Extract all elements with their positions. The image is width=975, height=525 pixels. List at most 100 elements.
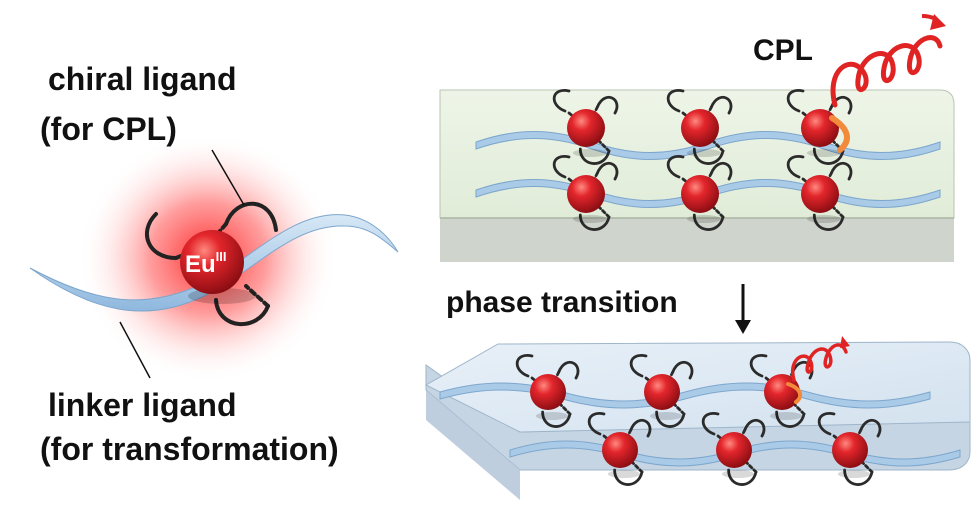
europium-ion [180, 230, 244, 294]
phase-transition-label: phase transition [446, 286, 678, 319]
crystal-before-transition [439, 89, 955, 262]
ion-shadow [806, 149, 842, 157]
slab-nodes [439, 354, 961, 486]
chiral-ligand-arc [859, 418, 882, 438]
phase-transition: phase transition [446, 284, 751, 334]
ion-shadow [686, 215, 722, 223]
ion-shadow [572, 149, 608, 157]
chiral-ligand-arc [786, 89, 805, 113]
chiral-ligand-arc [666, 89, 685, 113]
ion-shadow [607, 470, 641, 478]
chiral-ligand-arc [666, 155, 685, 179]
europium-ion [716, 432, 752, 468]
eu-complex-node [587, 412, 652, 486]
cpl-emission-small [786, 336, 850, 404]
chiral-ligand-arc [775, 410, 806, 428]
europium-ion [832, 432, 868, 468]
linker-strand [439, 382, 931, 409]
chiral-ligand-arc [557, 360, 580, 380]
ion-shadow [837, 470, 871, 478]
chiral-ligand-arc [830, 161, 853, 181]
chiral-ligand-arc [613, 468, 644, 486]
linker-ligand-label-sub: (for transformation) [40, 431, 339, 467]
eu-complex-node [515, 354, 580, 428]
ion-shadow [649, 412, 683, 420]
eu-complex-node [552, 89, 619, 165]
chiral-ligand-label: chiral ligand [48, 61, 236, 97]
chiral-ligand-arc [587, 412, 606, 436]
svg-text:EuIII: EuIII [185, 249, 227, 278]
europium-ion [644, 374, 680, 410]
cpl-arrow-shaft [921, 14, 942, 27]
ion-oxidation-state: III [216, 249, 227, 264]
chiral-ligand-arc [817, 412, 836, 436]
europium-ion [681, 109, 719, 147]
ion-symbol: Eu [185, 251, 216, 278]
chiral-ligand-arc [596, 161, 619, 181]
cpl-label: CPL [753, 34, 813, 67]
eu-complex-node [701, 412, 766, 486]
chiral-ligand-arc [710, 95, 733, 115]
cpl-small-tail [786, 382, 803, 404]
europium-ion [801, 175, 839, 213]
linker-ligand-pointer [119, 321, 151, 379]
chiral-ligand-arc [743, 418, 766, 438]
chiral-ligand-arc [552, 89, 571, 113]
eu-complex-node [666, 89, 733, 165]
chiral-ligand-arc [552, 155, 571, 179]
chiral-ligand-arc [692, 147, 725, 165]
eu-complex-node [817, 412, 882, 486]
ion-shadow [806, 215, 842, 223]
chiral-ligand-arc [515, 354, 534, 378]
chiral-ligand-label-sub: (for CPL) [40, 111, 177, 147]
cpl-emission-large: CPL [753, 14, 946, 153]
cpl-small-arrow-head [840, 336, 850, 348]
chiral-ligand-arc [671, 360, 694, 380]
europium-ion [530, 374, 566, 410]
single-complex: EuIII chiral ligand (for CPL) linker lig… [29, 61, 399, 467]
svg-text:linker ligand (for trans: linker ligand (for transformation) [40, 387, 339, 467]
chiral-ligand-arc [812, 147, 845, 165]
cpl-tail [829, 115, 850, 153]
chiral-ligand-arc [578, 147, 611, 165]
ion-shadow [769, 412, 803, 420]
crystal-after-transition [424, 341, 971, 500]
ion-shadow [572, 215, 608, 223]
chiral-ligand-arc [629, 418, 652, 438]
europium-ion [681, 175, 719, 213]
chiral-ligand-arc [541, 410, 572, 428]
chiral-ligand-arc [578, 213, 611, 231]
chiral-ligand-arc [701, 412, 720, 436]
chiral-ligand-dashed-bond [244, 284, 270, 308]
chiral-ligand-arc [145, 212, 178, 260]
cpl-small-helix [790, 343, 848, 382]
crystal-nodes [475, 89, 941, 231]
eu-complex-node [666, 155, 733, 231]
chiral-ligand-arc [596, 95, 619, 115]
chiral-ligand-arc [749, 354, 768, 378]
europium-ion [567, 175, 605, 213]
chiral-ligand-arc [710, 161, 733, 181]
chiral-ligand-arc [812, 213, 845, 231]
chiral-ligand-arc [786, 155, 805, 179]
europium-ion [801, 109, 839, 147]
ion-shadow [721, 470, 755, 478]
eu-complex-node [552, 155, 619, 231]
slab-bottom-face [426, 390, 520, 500]
chiral-ligand-arc [629, 354, 648, 378]
europium-ion [602, 432, 638, 468]
linker-strand [475, 131, 941, 160]
ion-shadow [686, 149, 722, 157]
eu-complex-node [786, 155, 853, 231]
chiral-ligand-arc [727, 468, 758, 486]
chiral-ligand-arc [214, 298, 270, 326]
chiral-ligand-arc [692, 213, 725, 231]
ion-shadow [535, 412, 569, 420]
chiral-ligand-pointer [211, 149, 245, 206]
europium-ion [567, 109, 605, 147]
linker-ligand-strand [29, 214, 399, 312]
cpl-helix [830, 35, 943, 108]
svg-text:chiral ligand (for CPL): chiral ligand (for CPL) [40, 61, 245, 147]
chiral-ligand-arc [843, 468, 874, 486]
